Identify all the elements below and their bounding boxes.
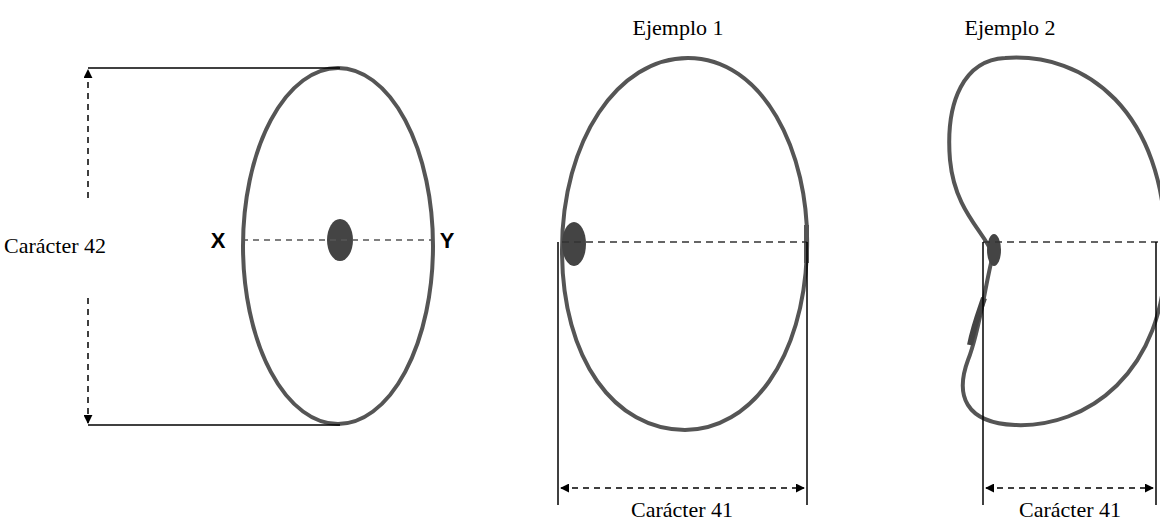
extension-line xyxy=(88,67,340,69)
extension-line xyxy=(806,242,808,505)
dimension-label: Carácter 41 xyxy=(1019,498,1121,522)
extension-line xyxy=(88,424,340,426)
seed-outline xyxy=(949,58,1160,426)
dimension-arrow xyxy=(561,487,804,489)
extension-line xyxy=(557,242,559,505)
dimension-arrow xyxy=(87,298,89,423)
extension-line xyxy=(1155,242,1157,505)
extension-line xyxy=(982,242,984,505)
axis-line xyxy=(983,241,1160,243)
dimension-arrow xyxy=(87,70,89,198)
dimension-arrow xyxy=(986,487,1153,489)
axis-end-label: X xyxy=(211,229,226,253)
example-title: Ejemplo 2 xyxy=(964,16,1055,40)
seed-mark xyxy=(970,298,984,345)
hilum xyxy=(987,234,1001,266)
example-title: Ejemplo 1 xyxy=(632,16,723,40)
axis-line xyxy=(242,239,432,241)
axis-line xyxy=(562,241,807,243)
seed-outline xyxy=(243,68,433,424)
dimension-label: Carácter 42 xyxy=(4,234,106,258)
dimension-label: Carácter 41 xyxy=(631,498,733,522)
axis-end-label: Y xyxy=(440,229,455,253)
seed-outline xyxy=(562,58,807,430)
hilum xyxy=(562,222,586,266)
